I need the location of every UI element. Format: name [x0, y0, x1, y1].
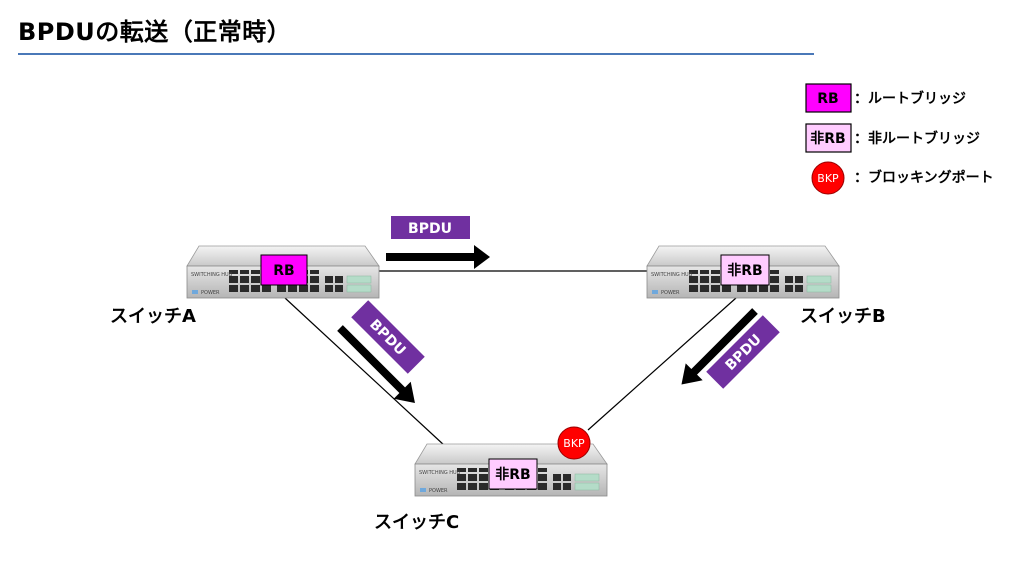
legend-rb: RB ：ルートブリッジ: [805, 83, 966, 113]
switch-a-role-label: RB: [273, 263, 294, 279]
bpdu-a-to-b-label: BPDU: [408, 221, 452, 237]
switch-c: SWITCHING HUB POWER 非RB: [414, 443, 608, 497]
legend-bkp: BKP ：ブロッキングポート: [811, 161, 994, 195]
switch-b-power-label: POWER: [661, 290, 680, 296]
switch-a-model-label: SWITCHING HUB: [191, 272, 233, 278]
legend-bkp-text: ：ブロッキングポート: [854, 169, 994, 186]
bpdu-a-to-b-badge: [391, 216, 470, 239]
switch-c-role-label: 非RB: [495, 466, 530, 483]
bpdu-b-to-c-arrow: [681, 308, 758, 385]
page-title: BPDUの転送（正常時）: [18, 18, 292, 46]
switch-a-role-box: [260, 254, 308, 286]
title-divider: [18, 53, 814, 55]
switch-b-name: スイッチB: [800, 306, 886, 327]
switch-b-role-box: [720, 254, 770, 286]
bpdu-b-to-c-badge: [706, 315, 780, 389]
switch-c-name: スイッチC: [374, 512, 459, 533]
switch-a: SWITCHING HUB POWER RB: [186, 245, 380, 299]
legend-rb-text: ：ルートブリッジ: [854, 90, 966, 107]
switch-b-role-label: 非RB: [727, 262, 762, 279]
legend-bkp-box-label: BKP: [817, 172, 839, 185]
bpdu-a-to-b: BPDU: [386, 216, 490, 269]
bpdu-a-to-c-badge: [351, 300, 425, 374]
bpdu-a-to-c-arrow: [337, 325, 415, 403]
bpdu-a-to-b-arrow: [386, 245, 490, 269]
switch-a-power-label: POWER: [201, 290, 220, 296]
switch-a-name: スイッチA: [110, 306, 196, 327]
switch-b-model-label: SWITCHING HUB: [651, 272, 693, 278]
bpdu-a-to-c: BPDU: [337, 300, 425, 403]
switch-c-model-label: SWITCHING HUB: [419, 470, 461, 476]
legend-rb-box-label: RB: [817, 91, 838, 107]
legend-non-rb: 非RB ：非ルートブリッジ: [805, 123, 980, 153]
blocking-port-label: BKP: [563, 437, 585, 450]
switch-b: SWITCHING HUB POWER 非RB: [646, 245, 840, 299]
blocking-port-marker: BKP: [557, 426, 591, 460]
link-b-c: [587, 297, 737, 431]
legend-non-rb-box-label: 非RB: [810, 130, 845, 147]
switch-c-power-label: POWER: [429, 488, 448, 494]
legend-non-rb-text: ：非ルートブリッジ: [854, 130, 980, 147]
bpdu-b-to-c: BPDU: [681, 308, 780, 389]
switch-c-role-box: [488, 458, 538, 490]
link-a-c: [284, 297, 446, 447]
legend: RB ：ルートブリッジ 非RB ：非ルートブリッジ BKP ：ブロッキングポート: [805, 83, 994, 195]
